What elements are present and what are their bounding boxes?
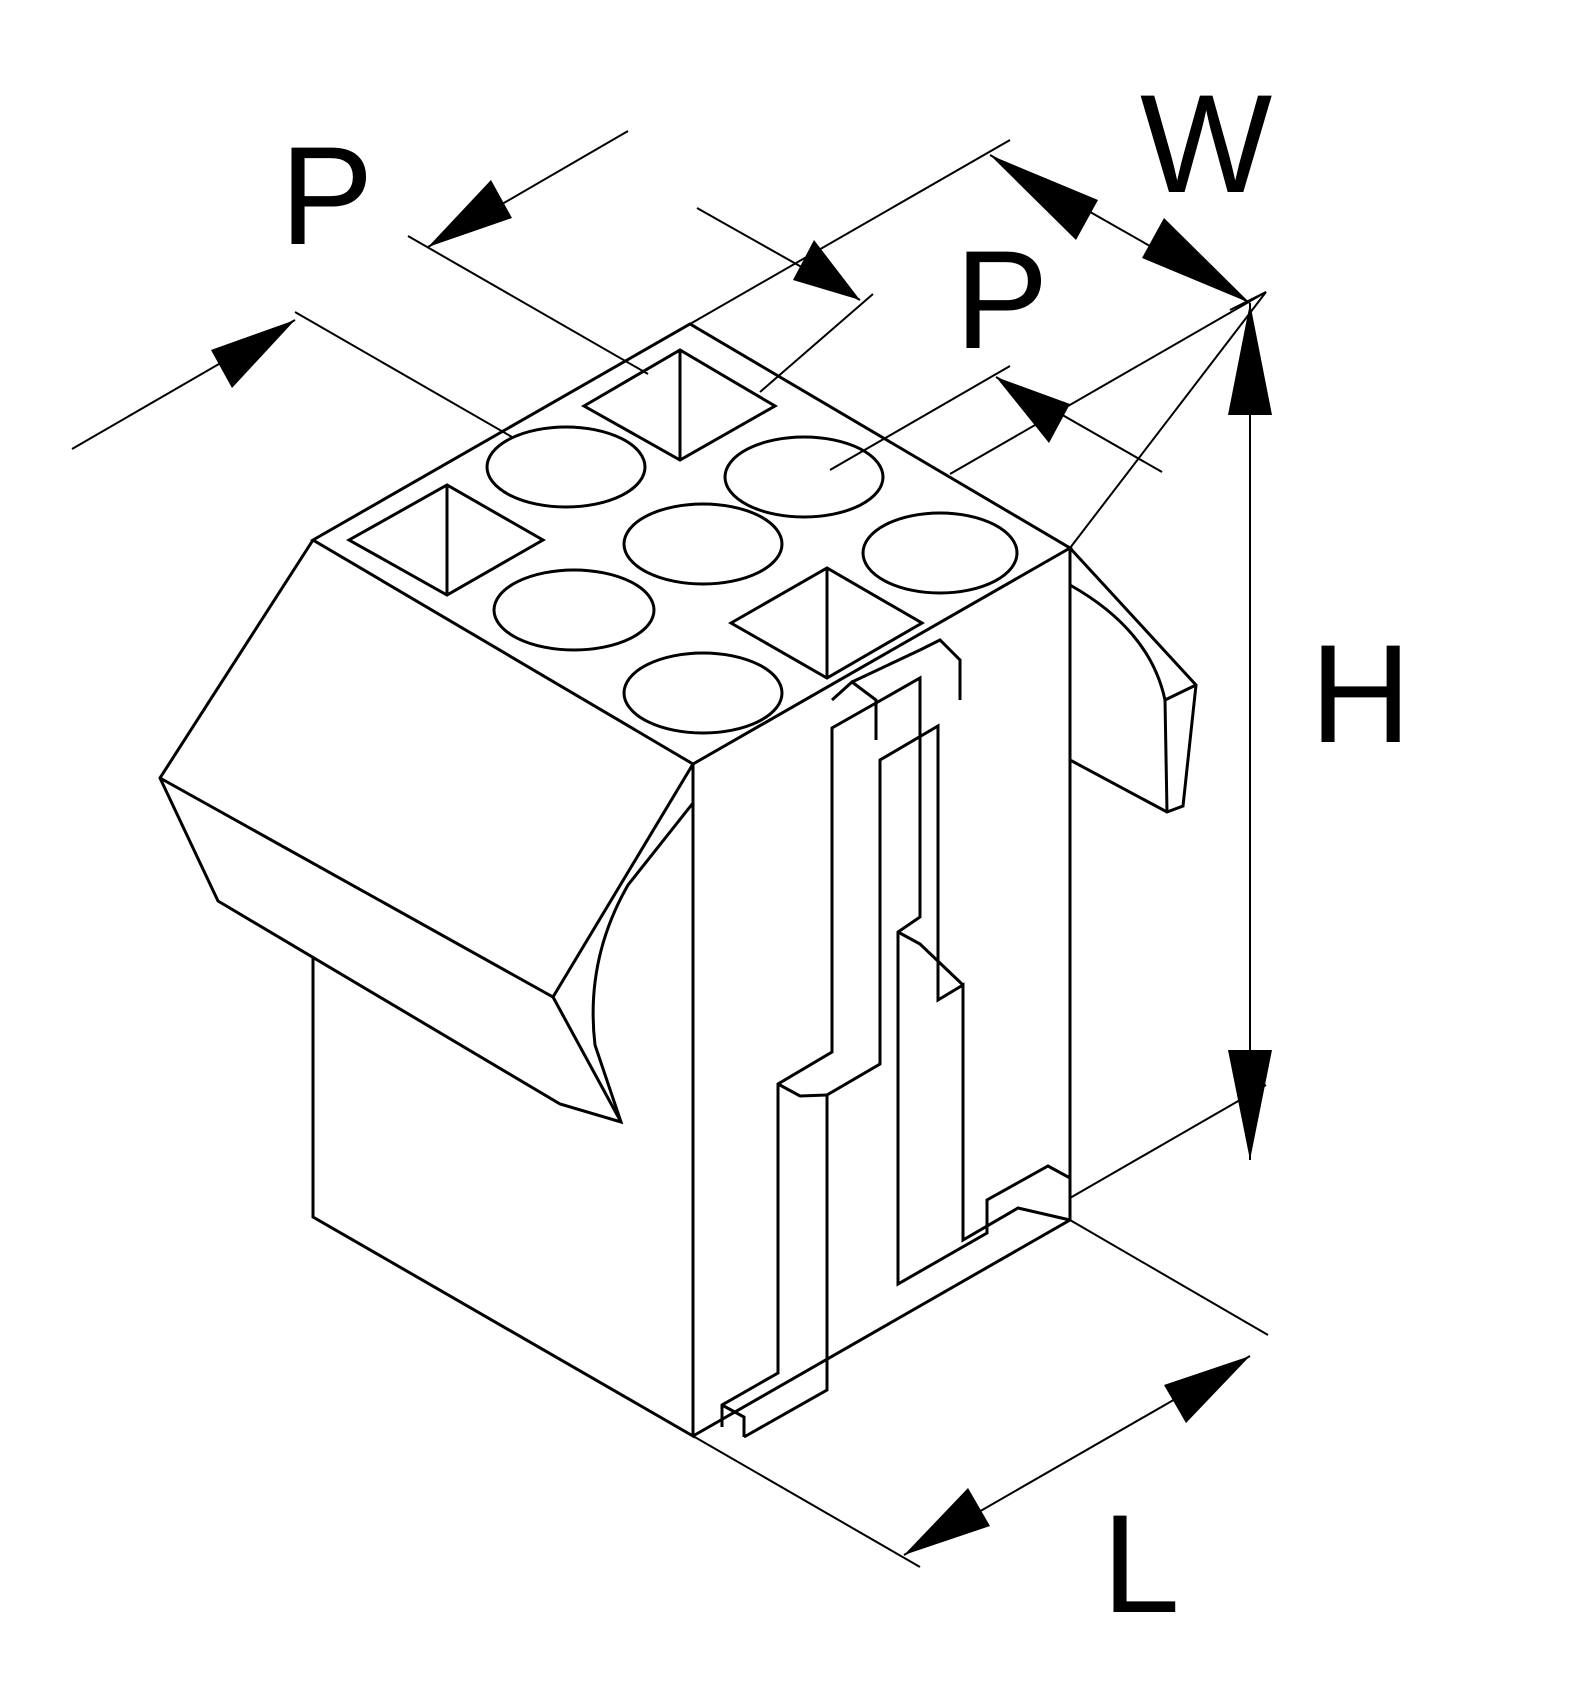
label-width: W	[1140, 65, 1272, 222]
housing-body	[158, 322, 1198, 1439]
label-length: L	[1102, 1485, 1180, 1642]
extension-line	[692, 1435, 921, 1568]
extension-line	[1229, 291, 1267, 311]
arrowhead	[211, 320, 295, 388]
extension-line	[829, 365, 1011, 471]
keying-slot	[720, 638, 1071, 1439]
right-latch	[1068, 546, 1198, 814]
arrowhead	[904, 1488, 990, 1555]
square-cavity	[727, 566, 925, 680]
arrowhead	[1228, 303, 1272, 415]
dimension-pitch-top	[71, 130, 874, 450]
arrowhead	[1142, 218, 1250, 303]
top-face	[310, 322, 1073, 766]
extension-line	[1069, 1219, 1269, 1336]
keying-slot-notch	[851, 648, 921, 684]
dimension-pitch-right	[829, 291, 1267, 475]
left-wall	[311, 803, 695, 1439]
label-pitch-right: P	[955, 221, 1048, 378]
round-cavity	[861, 511, 1019, 595]
square-cavity	[580, 348, 778, 462]
round-cavity	[622, 651, 784, 735]
right-latch-curve	[1069, 583, 1169, 813]
round-cavity	[622, 502, 784, 586]
extension-line	[689, 139, 1011, 325]
extension-line	[294, 311, 513, 438]
extension-line	[949, 291, 1267, 475]
extension-line	[759, 293, 874, 393]
arrowhead	[1228, 1050, 1272, 1160]
keying-slot-outer	[720, 675, 1071, 1427]
keying-slot-foot	[721, 1403, 746, 1437]
right-latch-edge	[1164, 683, 1197, 702]
keying-slot-top-step-right	[919, 638, 962, 700]
arrowhead	[793, 240, 860, 300]
extension-line	[1069, 1084, 1267, 1199]
keying-slot-step-b	[897, 930, 965, 987]
label-height: H	[1310, 615, 1411, 772]
square-cavity	[345, 483, 547, 597]
extension-line	[1069, 291, 1267, 549]
arrowhead	[1164, 1356, 1250, 1423]
arrowhead	[996, 377, 1070, 443]
dimension-height	[1069, 291, 1272, 1199]
left-latch	[158, 539, 695, 1125]
left-latch-front-edge	[159, 763, 695, 1000]
keying-slot-top-step-left	[830, 680, 878, 740]
label-pitch-top: P	[280, 117, 373, 274]
left-latch-ramp-edge	[551, 996, 623, 1123]
extension-line	[407, 235, 649, 375]
round-cavity	[485, 425, 647, 509]
front-face-bottom	[692, 1198, 1072, 1438]
keying-slot-inner	[743, 723, 1071, 1439]
round-cavity	[723, 435, 885, 519]
arrowhead	[990, 155, 1098, 240]
dimension-length	[692, 1219, 1269, 1568]
dimension-width	[689, 139, 1267, 549]
keying-slot-step-a	[777, 1082, 828, 1098]
cavities	[345, 348, 1019, 735]
arrowhead	[428, 180, 512, 247]
round-cavity	[492, 568, 656, 652]
